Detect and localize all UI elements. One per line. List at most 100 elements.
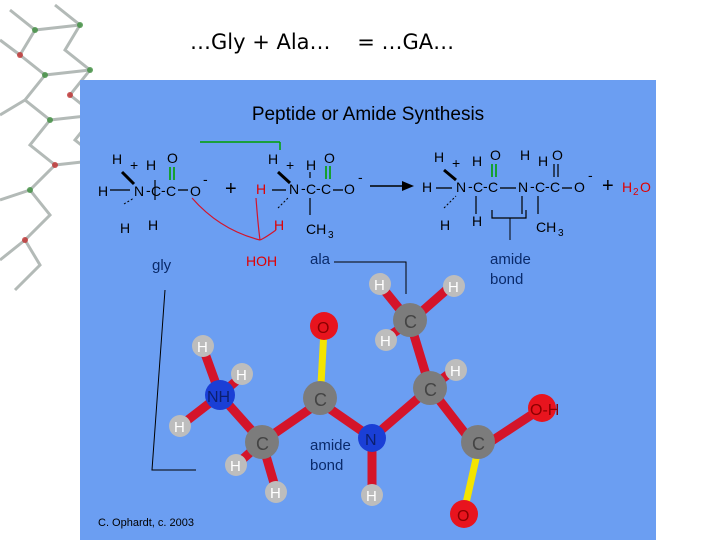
carbon-atom-5	[461, 425, 495, 459]
oxygen-atom-3	[528, 394, 556, 422]
glycine-structure: H + H O H N - C - C O - H H	[98, 150, 208, 236]
svg-text:C: C	[473, 179, 483, 195]
svg-text:H: H	[434, 149, 444, 165]
carbon-atom-4	[393, 303, 427, 337]
svg-text:O: O	[190, 183, 201, 199]
nitrogen-atom-1	[205, 380, 235, 410]
svg-text:H: H	[256, 181, 266, 197]
svg-text:H: H	[270, 485, 281, 502]
svg-text:H: H	[98, 183, 108, 199]
gly-label: gly	[152, 257, 172, 274]
svg-text:C: C	[550, 179, 560, 195]
oxygen-atom-1	[310, 312, 338, 340]
svg-text:H: H	[148, 217, 158, 233]
svg-text:C: C	[404, 312, 417, 332]
svg-text:H: H	[440, 217, 450, 233]
svg-text:C: C	[151, 183, 161, 199]
svg-text:-: -	[316, 180, 321, 196]
svg-text:O: O	[457, 508, 469, 525]
svg-text:O: O	[317, 320, 329, 337]
svg-text:N: N	[365, 432, 377, 449]
svg-text:-: -	[588, 167, 593, 183]
svg-text:-: -	[468, 178, 473, 194]
svg-text:C: C	[424, 380, 437, 400]
label-pointers	[151, 261, 407, 471]
svg-text:-: -	[530, 178, 535, 194]
svg-text:2: 2	[633, 187, 639, 198]
figure-heading: Peptide or Amide Synthesis	[252, 104, 484, 125]
reaction-equation: H + H O H N - C - C O - H H + H +	[98, 141, 651, 241]
svg-text:C: C	[488, 179, 498, 195]
dipeptide-structure: H + H O H H O H N - C - C N - C - C O -	[422, 147, 593, 240]
svg-text:-: -	[483, 178, 488, 194]
svg-text:C: C	[314, 390, 327, 410]
svg-text:H: H	[120, 220, 130, 236]
ball-and-stick-model: O O O-H NH N C C C C C H H H H H H H H H…	[169, 273, 559, 528]
svg-text:C: C	[535, 179, 545, 195]
svg-text:N: N	[134, 183, 144, 199]
hoh-label: HOH	[246, 253, 277, 269]
svg-text:O-H: O-H	[530, 402, 559, 419]
oxygen-atom-2	[450, 500, 478, 528]
svg-text:H: H	[448, 279, 459, 296]
svg-text:-: -	[545, 178, 550, 194]
nitrogen-atom-2	[358, 424, 386, 452]
svg-text:O: O	[324, 150, 335, 166]
svg-text:H: H	[472, 153, 482, 169]
svg-text:H: H	[274, 217, 284, 233]
svg-text:O: O	[640, 179, 651, 195]
svg-text:H: H	[306, 157, 316, 173]
svg-text:H: H	[236, 367, 247, 384]
svg-text:C: C	[166, 183, 176, 199]
svg-text:O: O	[574, 179, 585, 195]
svg-text:H: H	[622, 179, 632, 195]
water-product: H 2 O	[622, 179, 651, 198]
svg-text:O: O	[167, 150, 178, 166]
svg-text:3: 3	[558, 228, 564, 239]
svg-text:+: +	[286, 157, 294, 173]
svg-text:-: -	[146, 182, 151, 198]
svg-text:H: H	[450, 363, 461, 380]
svg-text:H: H	[268, 151, 278, 167]
svg-text:+: +	[130, 157, 138, 173]
svg-text:CH: CH	[306, 221, 326, 237]
svg-text:O: O	[552, 147, 563, 163]
svg-text:H: H	[374, 277, 385, 294]
svg-text:H: H	[112, 151, 122, 167]
amide-bond-label-bottom-line1: amide	[310, 437, 351, 454]
svg-text:-: -	[203, 171, 208, 187]
svg-text:H: H	[146, 157, 156, 173]
svg-text:C: C	[256, 434, 269, 454]
svg-text:-: -	[301, 180, 306, 196]
amide-bond-label-top-line1: amide	[490, 251, 531, 268]
amide-bond-label-bottom-line2: bond	[310, 457, 343, 474]
svg-text:3: 3	[328, 230, 334, 241]
reaction-diagram: Peptide or Amide Synthesis H + H O H N -…	[98, 104, 651, 529]
svg-text:H: H	[520, 147, 530, 163]
svg-text:H: H	[472, 213, 482, 229]
carbon-atom-2	[245, 425, 279, 459]
svg-text:O: O	[490, 147, 501, 163]
plus-sign: +	[225, 178, 237, 200]
plus-sign-2: +	[602, 175, 614, 197]
svg-text:C: C	[472, 434, 485, 454]
credit-text: C. Ophardt, c. 2003	[98, 517, 194, 529]
svg-text:H: H	[174, 419, 185, 436]
svg-text:H: H	[366, 488, 377, 505]
svg-text:H: H	[422, 179, 432, 195]
amide-bond-label-top-line2: bond	[490, 271, 523, 288]
svg-text:+: +	[452, 155, 460, 171]
svg-text:NH: NH	[207, 389, 230, 406]
ala-label: ala	[310, 251, 331, 268]
carbon-atom-3	[413, 371, 447, 405]
svg-text:-: -	[161, 182, 166, 198]
water-loss-connector	[200, 141, 281, 150]
svg-text:CH: CH	[536, 219, 556, 235]
svg-text:H: H	[197, 339, 208, 356]
svg-text:H: H	[230, 458, 241, 475]
svg-text:N: N	[518, 179, 528, 195]
peptide-synthesis-figure: Peptide or Amide Synthesis H + H O H N -…	[80, 80, 656, 540]
svg-text:N: N	[456, 179, 466, 195]
svg-text:C: C	[306, 181, 316, 197]
svg-text:C: C	[321, 181, 331, 197]
